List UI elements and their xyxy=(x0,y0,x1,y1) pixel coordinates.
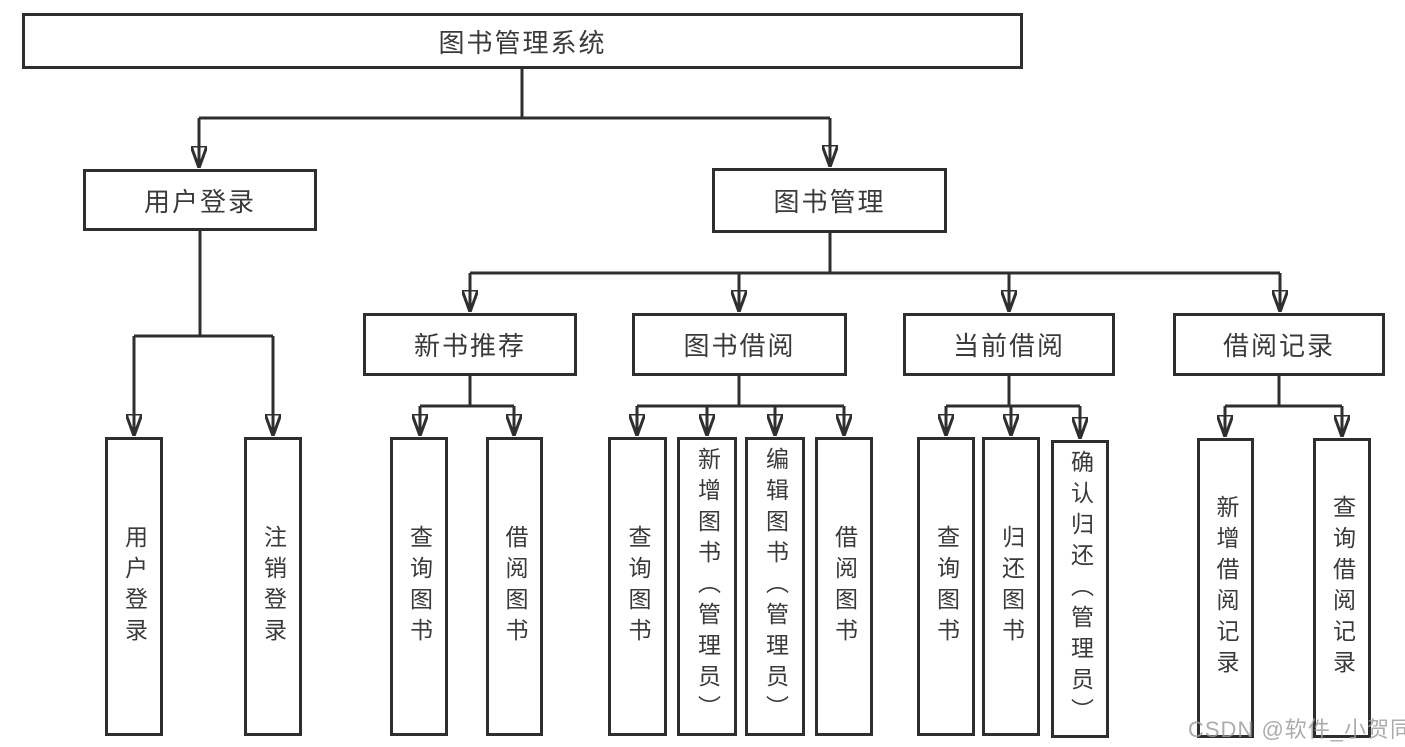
node-root: 图书管理系统 xyxy=(22,13,1023,69)
node-leaf-logout: 注销登录 xyxy=(244,437,302,736)
node-leaf-add-borrow-record: 新增借阅记录 xyxy=(1197,438,1254,738)
node-root-label: 图书管理系统 xyxy=(438,27,607,58)
node-user-login: 用户登录 xyxy=(83,169,317,231)
node-current-borrow: 当前借阅 xyxy=(903,313,1115,376)
node-leaf-return-books: 归还图书 xyxy=(982,437,1040,736)
node-leaf-borrow-books-1: 借阅图书 xyxy=(486,437,543,736)
connector-borrow-record-children xyxy=(1225,376,1342,436)
node-current-borrow-label: 当前借阅 xyxy=(952,331,1065,361)
node-book-borrow-label: 图书借阅 xyxy=(683,331,796,361)
node-leaf-query-books-3: 查询图书 xyxy=(917,437,975,736)
node-leaf-query-borrow-record: 查询借阅记录 xyxy=(1313,438,1371,738)
node-leaf-borrow-books-2: 借阅图书 xyxy=(815,437,873,736)
node-borrow-records: 借阅记录 xyxy=(1173,313,1385,376)
connector-book-borrow-children xyxy=(637,376,844,435)
node-leaf-confirm-return-admin-label: 确认归还（管理员） xyxy=(1067,449,1094,729)
node-leaf-edit-books-admin: 编辑图书（管理员） xyxy=(745,437,805,736)
node-leaf-user-login-label: 用户登录 xyxy=(121,524,148,649)
node-book-management: 图书管理 xyxy=(712,168,947,233)
node-leaf-query-books-3-label: 查询图书 xyxy=(933,524,960,649)
node-leaf-query-books-1-label: 查询图书 xyxy=(406,524,433,649)
node-borrow-records-label: 借阅记录 xyxy=(1222,331,1335,361)
node-user-login-label: 用户登录 xyxy=(143,186,256,217)
node-book-management-label: 图书管理 xyxy=(773,187,886,217)
node-leaf-query-books-2: 查询图书 xyxy=(608,437,667,736)
watermark: CSDN @软件_小贺同学 xyxy=(1188,717,1405,742)
node-leaf-borrow-books-2-label: 借阅图书 xyxy=(831,524,858,649)
node-new-book-recommend-label: 新书推荐 xyxy=(413,331,526,361)
node-leaf-logout-label: 注销登录 xyxy=(260,524,287,649)
connector-user-login-children xyxy=(134,231,273,435)
node-new-book-recommend: 新书推荐 xyxy=(363,313,577,376)
node-leaf-return-books-label: 归还图书 xyxy=(998,524,1025,649)
node-leaf-edit-books-admin-label: 编辑图书（管理员） xyxy=(762,447,789,726)
node-leaf-add-books-admin-label: 新增图书（管理员） xyxy=(694,447,721,726)
connector-book-management-children xyxy=(470,233,1280,311)
node-leaf-query-books-1: 查询图书 xyxy=(390,437,448,736)
node-leaf-confirm-return-admin: 确认归还（管理员） xyxy=(1051,440,1109,738)
connector-new-book-recommend-children xyxy=(420,376,514,435)
node-book-borrow: 图书借阅 xyxy=(632,313,847,376)
node-leaf-query-books-2-label: 查询图书 xyxy=(625,524,651,649)
connector-current-borrow-children xyxy=(946,376,1080,438)
node-leaf-user-login: 用户登录 xyxy=(105,437,163,736)
node-leaf-borrow-books-1-label: 借阅图书 xyxy=(502,524,528,649)
node-leaf-add-books-admin: 新增图书（管理员） xyxy=(677,437,737,736)
connector-root-to-level2 xyxy=(199,69,830,167)
node-leaf-add-borrow-record-label: 新增借阅记录 xyxy=(1213,495,1239,681)
node-leaf-query-borrow-record-label: 查询借阅记录 xyxy=(1329,495,1356,681)
